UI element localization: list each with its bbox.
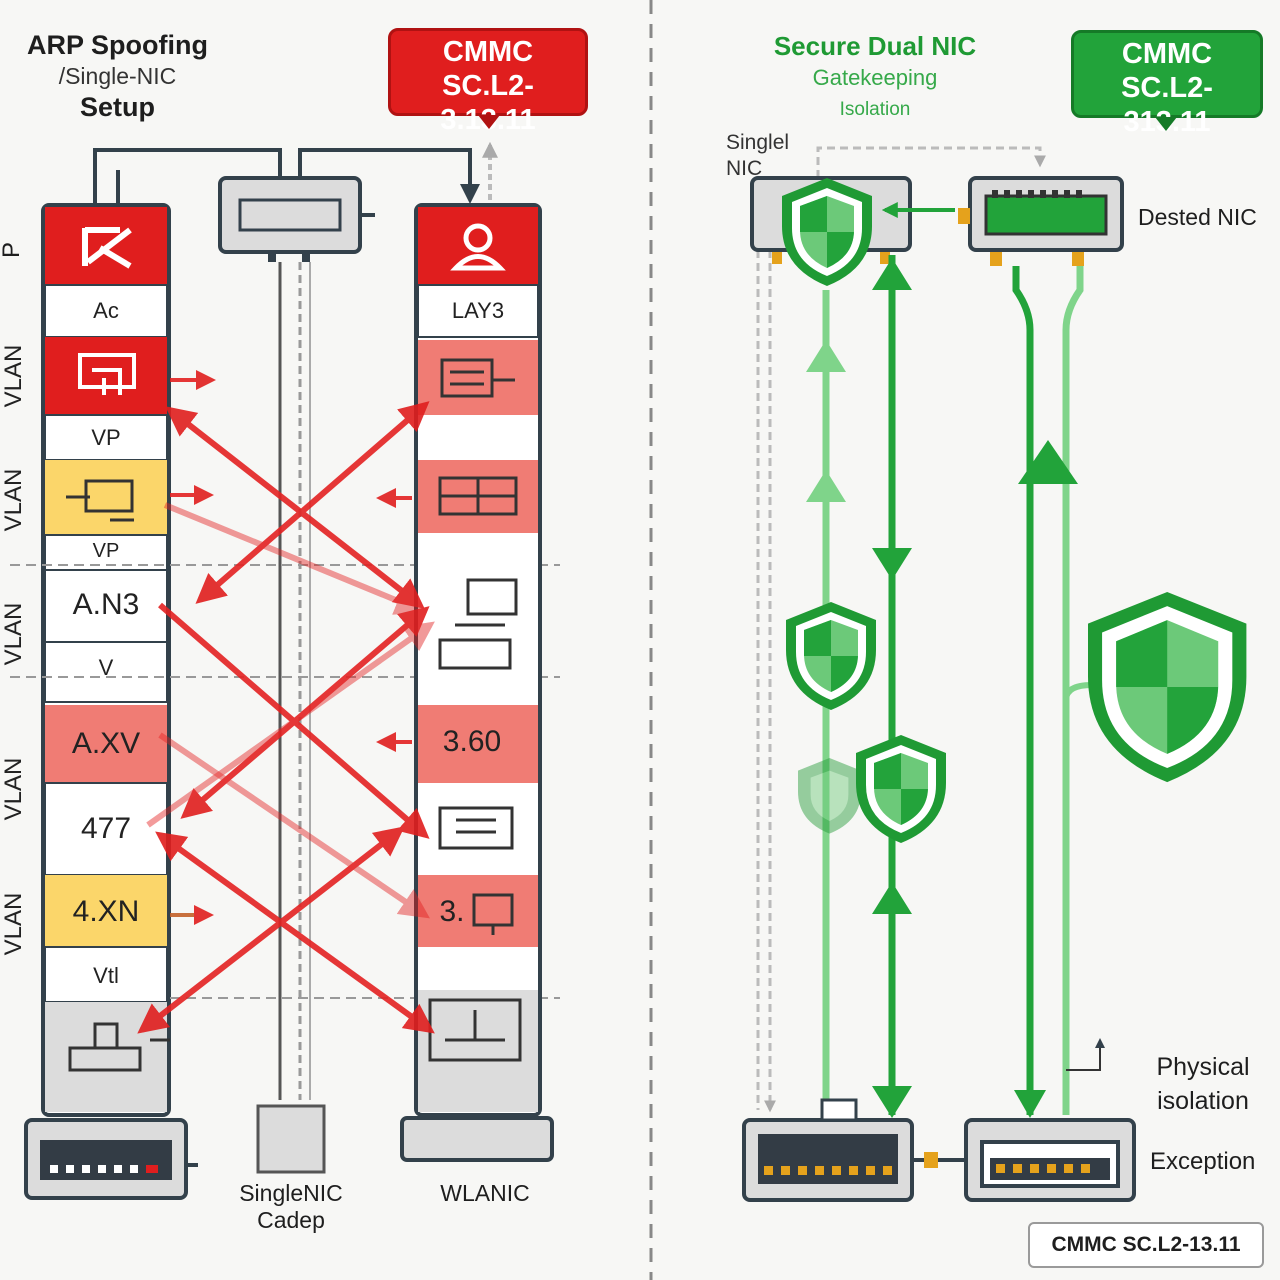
shield-icon xyxy=(856,735,946,843)
cell-label: VP xyxy=(91,425,121,450)
single-nic-top-label-1: Singlel xyxy=(726,131,790,154)
vlan-label: VLAN xyxy=(0,344,27,408)
device-icon xyxy=(440,358,515,398)
bottom-switch-device xyxy=(742,1098,968,1202)
cell-label: A.XV xyxy=(71,727,141,760)
left-title: ARP Spoofing /Single-NIC Setup xyxy=(20,30,215,123)
right-title-main: Secure Dual NIC xyxy=(773,31,977,61)
center-wires xyxy=(278,262,311,1100)
wlan-nic-label: WLANIC xyxy=(440,1180,530,1206)
physical-isolation-label-1: Physical xyxy=(1156,1053,1250,1081)
right-title-sub1: Gatekeeping xyxy=(812,65,938,90)
physical-isolation-label: Physical isolation xyxy=(1138,1050,1268,1118)
monitor-icon xyxy=(78,353,136,395)
single-nic-switch xyxy=(218,176,375,262)
left-title-sub: /Single-NIC xyxy=(58,63,177,89)
single-nic-label-1: SingleNIC xyxy=(239,1180,343,1206)
printer-icon xyxy=(438,806,514,850)
cell-label: A.N3 xyxy=(72,588,140,621)
vlan-label: VLAN xyxy=(0,757,27,821)
left-title-setup: Setup xyxy=(79,92,155,122)
arp-spoof-arrows xyxy=(137,370,435,1034)
endpoint-box xyxy=(256,1104,326,1174)
device-icon xyxy=(66,479,134,522)
shield-icon xyxy=(786,602,876,710)
cmmc-badge-green-text: CMMC SC.L2-313.11 xyxy=(1121,38,1213,138)
dedicated-nic-device xyxy=(958,176,1124,266)
dedicated-nic-label: Dested NIC xyxy=(1138,204,1257,230)
cell-label: Ac xyxy=(93,298,119,323)
cell-label: V xyxy=(98,655,114,680)
cell-label: Vtl xyxy=(93,963,119,988)
right-title-sub2: Isolation xyxy=(839,99,911,120)
table-icon xyxy=(438,476,518,516)
monitor-icon xyxy=(472,893,514,935)
left-nic-device xyxy=(24,1118,198,1200)
user-cell xyxy=(418,207,538,285)
user-icon xyxy=(450,223,506,271)
side-letter: P xyxy=(0,241,26,259)
server-icon xyxy=(68,1022,170,1072)
cell-label: 3. xyxy=(439,895,465,928)
single-nic-top-label-2: NIC xyxy=(726,157,763,180)
right-vlan-column xyxy=(414,203,542,1117)
badge-tail xyxy=(478,115,500,129)
exception-switch-device xyxy=(964,1118,1136,1202)
wlan-nic-device xyxy=(400,1116,554,1162)
top-wiring xyxy=(93,141,498,205)
exception-label: Exception xyxy=(1150,1148,1256,1175)
cell-label: 477 xyxy=(80,812,132,845)
cell-label: 3.60 xyxy=(442,725,502,758)
cmmc-badge-red: CMMC SC.L2-3.13.11 xyxy=(388,28,588,136)
server-icon xyxy=(438,578,518,670)
left-title-main: ARP Spoofing xyxy=(27,30,208,60)
badge-tail xyxy=(1155,117,1177,131)
vlan-label: VLAN xyxy=(0,602,27,666)
attacker-icon xyxy=(82,227,132,269)
top-link xyxy=(756,146,1046,1113)
single-nic-label-2: Cadep xyxy=(257,1207,325,1233)
right-title: Secure Dual NIC Gatekeeping Isolation xyxy=(740,30,1010,126)
cell-label: LAY3 xyxy=(451,298,505,323)
single-nic-label: SingleNIC Cadep xyxy=(226,1180,356,1234)
cell-label: 4.XN xyxy=(72,895,140,928)
cell-label: VP xyxy=(92,540,120,562)
footer-cmmc-label: CMMC SC.L2-13.11 xyxy=(1028,1222,1264,1268)
vlan-label: VLAN xyxy=(0,892,27,956)
single-nic-top-label: Singlel NIC xyxy=(726,130,789,182)
shield-icon xyxy=(798,758,861,834)
vlan-label: VLAN xyxy=(0,468,27,532)
shield-icon xyxy=(1088,592,1247,783)
cmmc-badge-green: CMMC SC.L2-313.11 xyxy=(1071,30,1263,138)
shield-icon xyxy=(782,178,872,286)
physical-isolation-label-2: isolation xyxy=(1157,1087,1249,1115)
